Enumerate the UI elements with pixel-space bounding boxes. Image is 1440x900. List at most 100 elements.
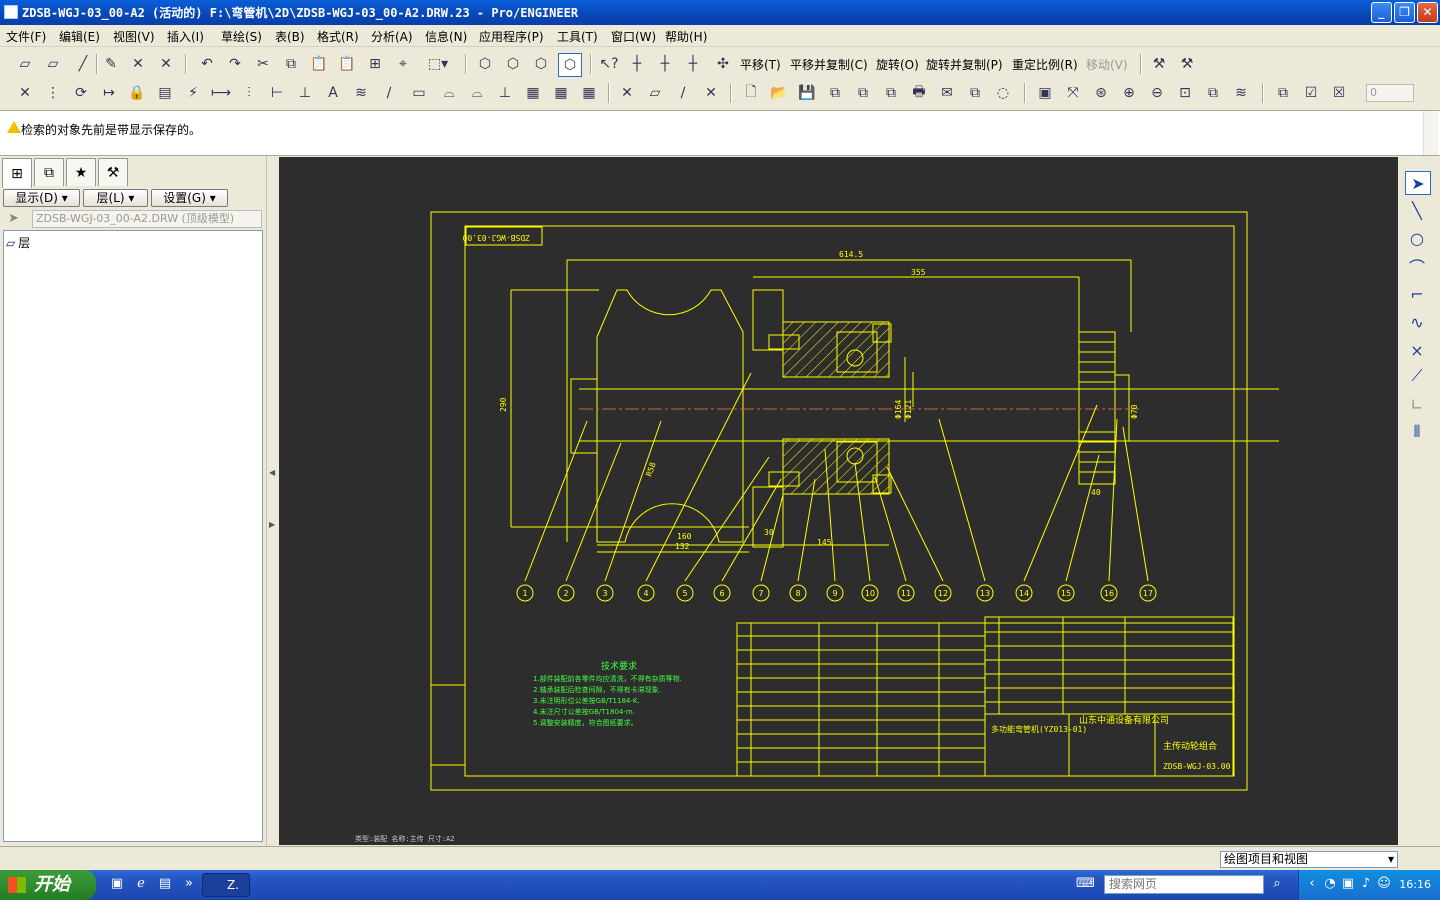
history-tab-icon[interactable]: ⚒ xyxy=(98,158,128,186)
erase-icon[interactable]: ✕ xyxy=(19,85,31,101)
selection-filter-select[interactable]: 绘图项目和视图▾ xyxy=(1220,851,1398,868)
measure-icon[interactable]: ⚒ xyxy=(1180,56,1194,72)
view-hidden-icon[interactable]: ⬡ xyxy=(506,56,520,72)
model-select[interactable]: ZDSB-WGJ-03_00-A2.DRW (顶级模型) xyxy=(32,210,262,228)
distance-icon[interactable]: ⚒ xyxy=(1152,56,1166,72)
window-icon[interactable]: ⧉ xyxy=(1278,85,1288,101)
table-insert-icon[interactable]: ▦ xyxy=(526,85,540,101)
dimension-icon[interactable]: ⟼ xyxy=(210,85,232,101)
spin-center-icon[interactable]: ⊛ xyxy=(1095,85,1107,101)
search-icon[interactable]: ⌕ xyxy=(1273,876,1281,891)
view-no-hidden-icon[interactable]: ⬡ xyxy=(534,56,548,72)
move-label[interactable]: 平移(T) xyxy=(740,58,781,72)
find-icon[interactable]: ⌖ xyxy=(399,56,407,72)
regenerate-icon[interactable]: ⟳ xyxy=(75,85,87,101)
tray-back-icon[interactable]: ‹ xyxy=(1309,876,1315,891)
paste-icon[interactable]: 📋 xyxy=(310,56,328,72)
chamfer-tool-icon[interactable]: ⟋ xyxy=(1411,366,1423,385)
tray-app-icon[interactable]: ▣ xyxy=(1341,876,1355,891)
selection-filter-icon[interactable]: ⬚▾ xyxy=(427,56,449,72)
print-icon[interactable]: 🖶 xyxy=(912,84,926,100)
delete-segment-icon[interactable]: ✕ xyxy=(132,56,144,72)
menu-info[interactable]: 信息(N) xyxy=(425,30,468,44)
desktop-icon[interactable]: ▣ xyxy=(110,876,124,891)
panel-splitter[interactable]: ◀ ▶ xyxy=(266,156,279,846)
view-manager-icon[interactable]: ⧉ xyxy=(1208,85,1218,101)
table-repeat-icon[interactable]: ▦ xyxy=(554,85,568,101)
new-file-icon[interactable]: 🗋 xyxy=(745,84,757,100)
menu-sketch[interactable]: 草绘(S) xyxy=(221,30,262,44)
repaint-icon[interactable]: ▣ xyxy=(1038,85,1052,101)
tray-network-icon[interactable]: ◔ xyxy=(1324,876,1336,891)
ie-icon[interactable]: ℯ xyxy=(137,876,145,891)
keyboard-icon[interactable]: ⌨ xyxy=(1076,876,1095,891)
show-dropdown[interactable]: 显示(D) ▾ xyxy=(3,189,80,207)
collapse-arrow-icon[interactable]: ◀ xyxy=(269,468,276,477)
refit-icon[interactable]: ⊡ xyxy=(1179,85,1191,101)
layer-dropdown[interactable]: 层(L) ▾ xyxy=(83,189,148,207)
break-icon[interactable]: ┼ xyxy=(632,56,642,72)
baseline-icon[interactable]: ⊥ xyxy=(298,85,312,101)
symbol-icon[interactable]: ⌓ xyxy=(443,85,455,101)
join-icon[interactable]: ✕ xyxy=(621,85,633,101)
circle-tool-icon[interactable]: ○ xyxy=(1410,228,1424,248)
redo-icon[interactable]: ↷ xyxy=(229,56,241,72)
mirror-tool-icon[interactable]: ⫴ xyxy=(1413,422,1421,441)
symbol2-icon[interactable]: ⌓ xyxy=(471,85,483,101)
corner-icon[interactable]: ✕ xyxy=(160,56,172,72)
tree-icon[interactable]: ⊞ xyxy=(369,56,381,72)
show-annotations-icon[interactable]: ⚡ xyxy=(188,85,198,101)
rescale-label[interactable]: 重定比例(R) xyxy=(1012,58,1078,72)
start-button[interactable]: 开始 xyxy=(0,870,96,900)
bom-icon[interactable]: ▦ xyxy=(582,85,596,101)
menu-help[interactable]: 帮助(H) xyxy=(665,30,708,44)
message-scrollbar[interactable] xyxy=(1423,111,1438,155)
split-icon[interactable]: ┼ xyxy=(660,56,670,72)
menu-table[interactable]: 表(B) xyxy=(275,30,305,44)
open-file-icon[interactable]: 📂 xyxy=(770,85,788,101)
draw-edge-icon[interactable]: ▱ xyxy=(19,56,31,72)
menu-view[interactable]: 视图(V) xyxy=(113,30,155,44)
lock-icon[interactable]: 🔒 xyxy=(128,85,146,101)
menu-format[interactable]: 格式(R) xyxy=(317,30,359,44)
offset-icon[interactable]: ▱ xyxy=(649,85,661,101)
erase-memory-icon[interactable]: ◌ xyxy=(996,85,1010,101)
datum-icon[interactable]: ▭ xyxy=(412,85,426,101)
arrow-icon[interactable]: ↦ xyxy=(103,85,115,101)
expand-arrow-icon[interactable]: ▶ xyxy=(269,520,276,529)
web-search-input[interactable]: 搜索网页 xyxy=(1104,875,1264,894)
layers-icon[interactable]: ≋ xyxy=(1235,85,1247,101)
minimize-button[interactable]: _ xyxy=(1371,2,1392,23)
line-icon[interactable]: ╱ xyxy=(78,56,88,72)
slope-icon[interactable]: ∕ xyxy=(680,85,686,101)
divide-icon[interactable]: ┼ xyxy=(688,56,698,72)
proe-icon[interactable]: ▤ xyxy=(158,876,172,891)
layer-icon[interactable]: ⋮ xyxy=(46,85,60,101)
context-help-icon[interactable]: ↖? xyxy=(599,56,619,72)
menu-insert[interactable]: 插入(I) xyxy=(167,30,204,44)
save-copy-icon[interactable]: ⧉ xyxy=(830,85,840,101)
delete-icon[interactable]: ✕ xyxy=(705,85,717,101)
taskbar-item-proe[interactable]: Z. xyxy=(202,873,250,897)
axis-icon[interactable]: ⊥ xyxy=(498,85,512,101)
surface-finish-icon[interactable]: ∕ xyxy=(386,85,392,101)
undo-icon[interactable]: ↶ xyxy=(201,56,213,72)
point-tool-icon[interactable]: × xyxy=(1410,340,1424,360)
select-icon[interactable]: ➤ xyxy=(1405,171,1431,195)
offset-edge-icon[interactable]: ▱ xyxy=(47,56,59,72)
menu-edit[interactable]: 编辑(E) xyxy=(59,30,100,44)
settings-dropdown[interactable]: 设置(G) ▾ xyxy=(151,189,228,207)
folder-browser-tab-icon[interactable]: ⧉ xyxy=(34,158,64,186)
copy-icon[interactable]: ⧉ xyxy=(286,56,296,72)
fillet-tool-icon[interactable]: ⌐ xyxy=(1410,284,1424,304)
move-copy-label[interactable]: 平移并复制(C) xyxy=(790,58,868,72)
ref-dim-icon[interactable]: ⊢ xyxy=(270,85,284,101)
close-button[interactable]: ✕ xyxy=(1417,2,1438,23)
rotate-label[interactable]: 旋转(O) xyxy=(876,58,919,72)
view-wireframe-icon[interactable]: ⬡ xyxy=(478,56,492,72)
rotate-copy-label[interactable]: 旋转并复制(P) xyxy=(926,58,1003,72)
tray-qq-icon[interactable]: ☺ xyxy=(1377,876,1391,891)
note-icon[interactable]: A xyxy=(328,85,338,101)
menu-analysis[interactable]: 分析(A) xyxy=(371,30,413,44)
rename-icon[interactable]: ⧉ xyxy=(886,85,896,101)
